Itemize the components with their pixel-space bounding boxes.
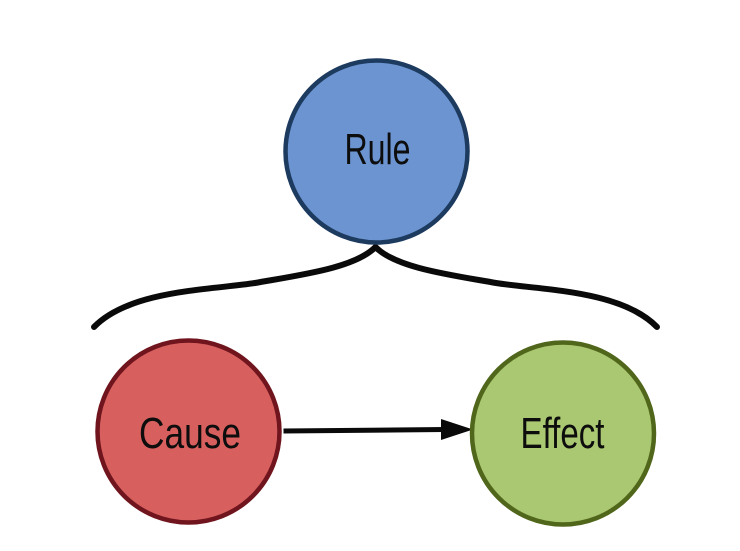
brace-connector xyxy=(91,244,660,330)
brace-right-curve xyxy=(372,244,660,330)
node-rule: Rule xyxy=(283,58,470,245)
cause-label: Cause xyxy=(139,409,241,458)
node-effect: Effect xyxy=(469,340,657,527)
effect-label: Effect xyxy=(521,409,605,458)
node-cause: Cause xyxy=(95,338,282,525)
arrow-shaft xyxy=(283,427,446,434)
arrow-cause-to-effect xyxy=(283,419,473,440)
brace-left-curve xyxy=(91,244,379,330)
rule-circle xyxy=(283,58,470,245)
cause-circle xyxy=(95,338,282,525)
rule-label: Rule xyxy=(345,125,411,174)
arrowhead-icon xyxy=(441,419,473,440)
effect-circle xyxy=(469,340,657,527)
